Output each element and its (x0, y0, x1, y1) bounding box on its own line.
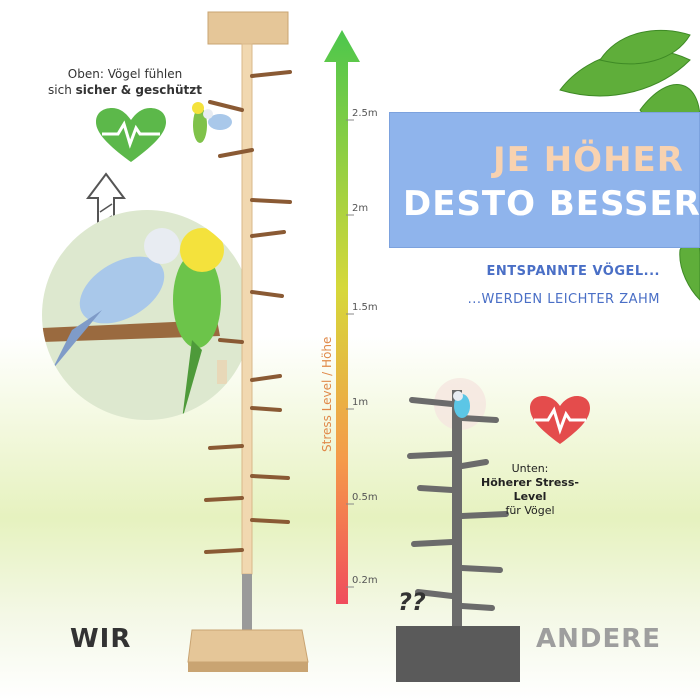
bottom-caption-line1: Unten: (511, 462, 549, 475)
tick-label-0: 0.2m (352, 575, 378, 586)
heart-pulse-red-icon (530, 396, 590, 444)
tick-label-4: 2m (352, 203, 369, 214)
label-andere: ANDERE (536, 624, 662, 654)
tagline-line1: ENTSPANNTE VÖGEL... (486, 264, 660, 279)
tick-label-1: 0.5m (352, 492, 378, 503)
stress-arrow (324, 30, 360, 604)
top-caption-line1: Oben: Vögel fühlen (67, 67, 183, 81)
heart-pulse-icon (96, 108, 166, 162)
bottom-caption: Unten: Höherer Stress- Level für Vögel (470, 462, 590, 518)
tick-label-5: 2.5m (352, 108, 378, 119)
tick-label-3: 1.5m (352, 302, 378, 313)
bird-closeup-circle (42, 210, 252, 420)
headline-banner: JE HÖHER DESTO BESSER (389, 112, 700, 248)
tick-marks (346, 119, 354, 588)
tick-label-2: 1m (352, 397, 369, 408)
banner-line1: JE HÖHER (493, 140, 684, 180)
label-wir: WIR (70, 624, 132, 654)
top-caption: Oben: Vögel fühlen sich sicher & geschüt… (40, 66, 210, 98)
bottom-caption-line2: Höherer Stress- Level (481, 476, 579, 503)
tagline-line2: ...WERDEN LEICHTER ZAHM (467, 292, 660, 307)
top-caption-prefix: sich (48, 83, 76, 97)
banner-line2: DESTO BESSER (403, 184, 700, 224)
question-icon: ?? (398, 588, 426, 616)
wooden-bird-tree (187, 11, 309, 672)
bottom-caption-line3: für Vögel (505, 504, 555, 517)
axis-label: Stress Level / Höhe (320, 336, 334, 452)
gray-bird-tree (396, 378, 520, 682)
top-caption-bold: sicher & geschützt (75, 83, 202, 97)
